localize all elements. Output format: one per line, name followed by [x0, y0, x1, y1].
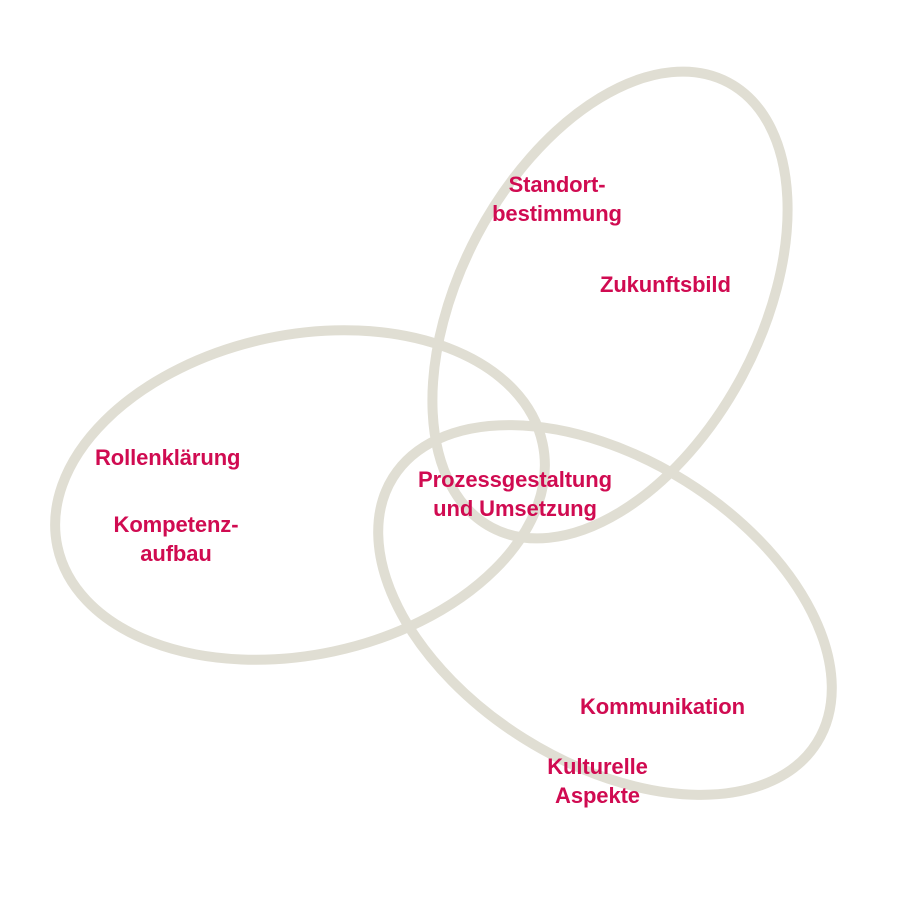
bottom-right-ellipse	[373, 420, 837, 800]
left-ellipse	[50, 325, 550, 665]
top-right-ellipse	[427, 66, 793, 544]
label-kulturelle-aspekte: Kulturelle Aspekte	[547, 754, 648, 809]
label-rollenklaerung: Rollenklärung	[95, 445, 241, 470]
label-zukunftsbild: Zukunftsbild	[600, 272, 731, 297]
label-standortbestimmung: Standort- bestimmung	[492, 172, 622, 227]
label-kompetenzaufbau: Kompetenz- aufbau	[113, 512, 239, 567]
label-prozessgestaltung-und-umsetzung: Prozessgestaltung und Umsetzung	[418, 467, 612, 522]
label-kommunikation: Kommunikation	[580, 694, 745, 719]
